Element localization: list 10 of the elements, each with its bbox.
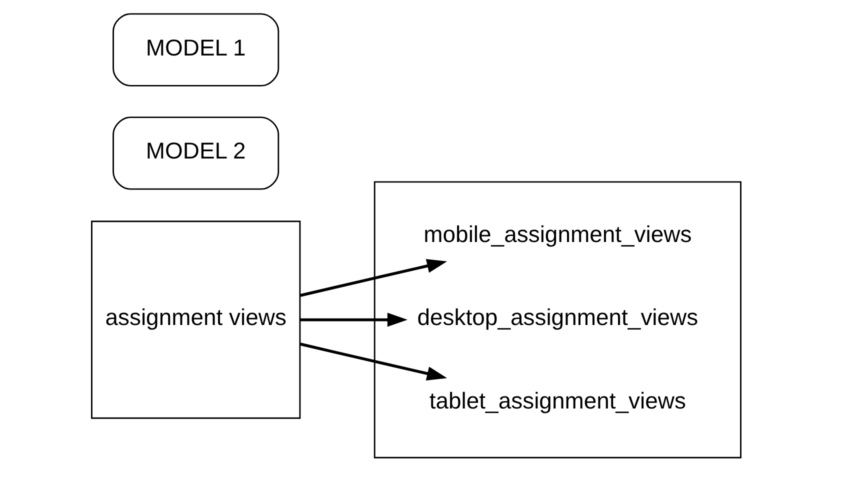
node-box: MODEL 1: [112, 13, 279, 86]
cluster: [373, 181, 741, 458]
arrow: [300, 342, 447, 380]
node-box: assignment views: [90, 220, 300, 419]
node-text: desktop_assignment_views: [416, 304, 698, 330]
arrow: [300, 259, 447, 297]
arrow: [300, 312, 408, 327]
node-text: mobile_assignment_views: [423, 220, 692, 247]
node-text: tablet_assignment_views: [428, 387, 686, 414]
node-box: MODEL 2: [112, 116, 279, 190]
